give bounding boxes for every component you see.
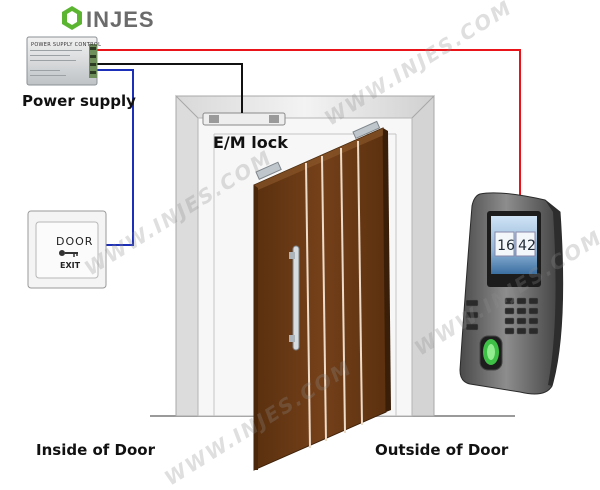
injes-logo-mark bbox=[62, 6, 82, 30]
door-panel bbox=[253, 120, 391, 471]
diagram-canvas bbox=[26, 6, 564, 471]
terminal-clock-hour: 16 bbox=[497, 238, 515, 254]
blue-wire bbox=[97, 69, 134, 246]
em-lock-label: E/M lock bbox=[213, 133, 288, 152]
terminal-clock-minute: 42 bbox=[518, 238, 536, 254]
psu-title: POWER SUPPLY CONTROL bbox=[31, 42, 102, 48]
black-wire bbox=[97, 63, 243, 113]
power-supply-label: Power supply bbox=[22, 92, 136, 110]
door-handle bbox=[289, 245, 300, 351]
power-supply-unit bbox=[26, 36, 98, 86]
wires bbox=[97, 49, 521, 246]
wiring-diagram: INJES POWER SUPPLY CONTROL DOOR EXIT 16 … bbox=[22, 0, 600, 490]
exit-button-exit-label: EXIT bbox=[60, 261, 81, 270]
exit-button-door-label: DOOR bbox=[56, 235, 94, 248]
inside-door-label: Inside of Door bbox=[36, 441, 155, 459]
red-wire bbox=[97, 49, 521, 198]
exit-button-device bbox=[27, 210, 107, 289]
em-lock bbox=[202, 112, 286, 126]
fingerprint-terminal bbox=[459, 192, 564, 395]
brand-logo: INJES bbox=[60, 4, 170, 32]
brand-name: INJES bbox=[86, 7, 155, 32]
outside-door-label: Outside of Door bbox=[375, 441, 509, 459]
